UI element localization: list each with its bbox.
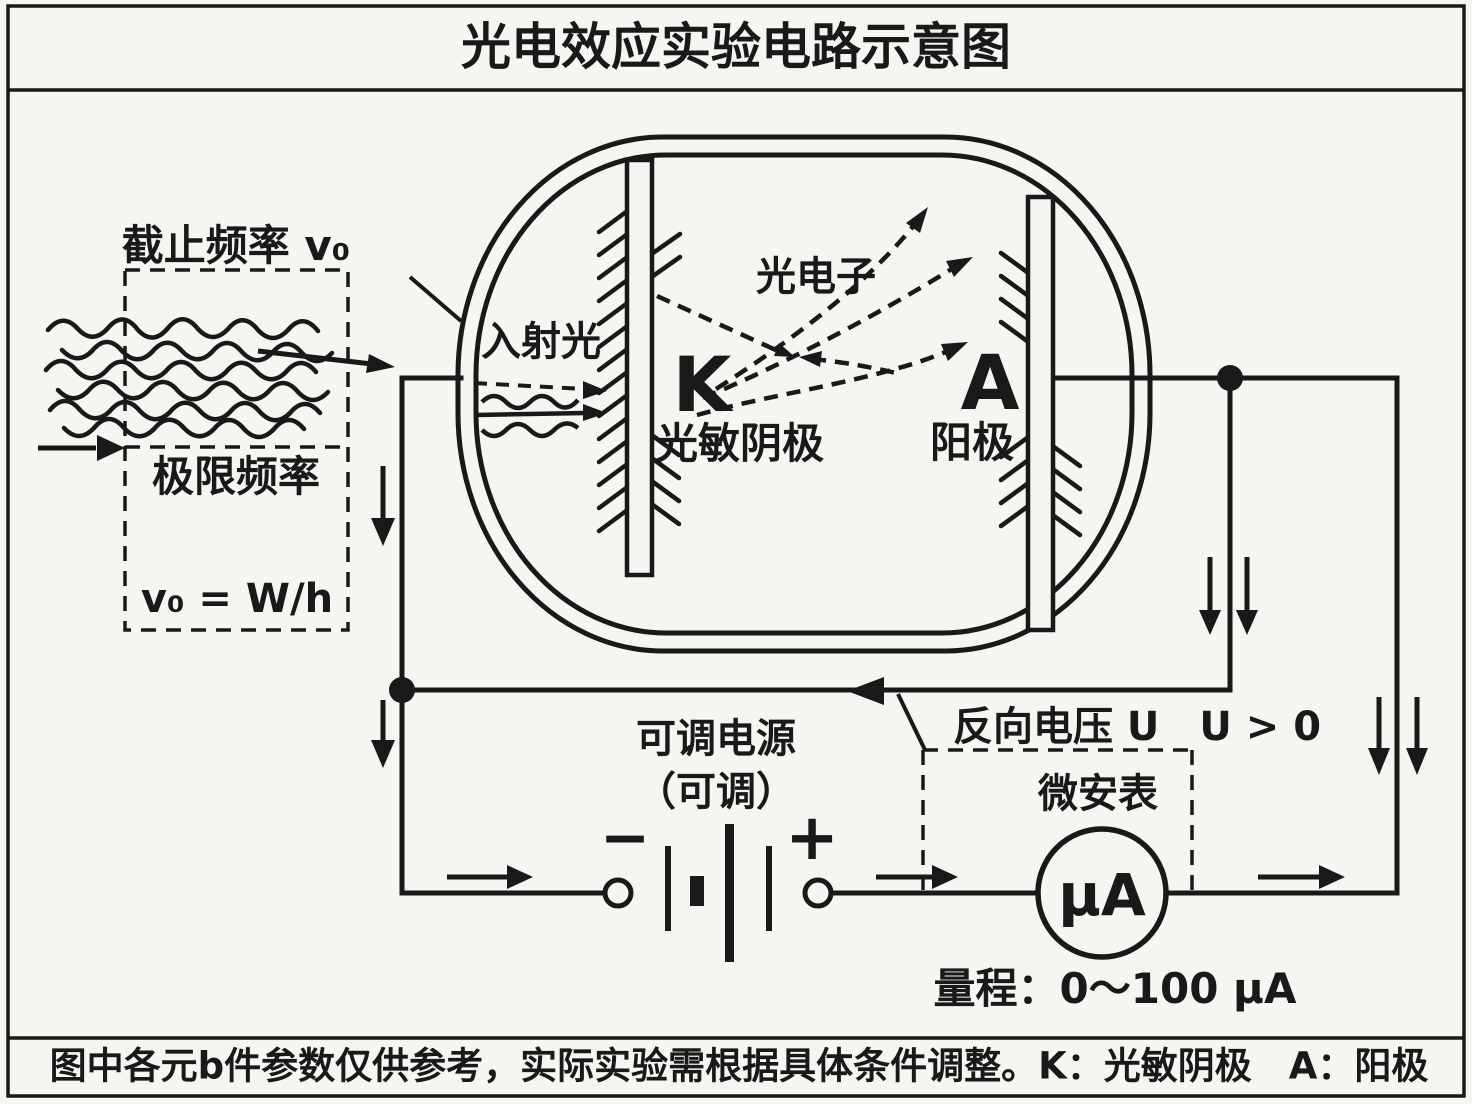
trajectory-arrowhead bbox=[774, 343, 795, 357]
incident-solid-arrow bbox=[475, 404, 607, 421]
power-supply-label: 可调电源 bbox=[636, 716, 796, 762]
anode-name-label: 阳极 bbox=[929, 418, 1015, 467]
cutoff-formula: v₀ = W/h bbox=[140, 576, 334, 622]
light-waves bbox=[43, 317, 335, 440]
double-down-arrows-right bbox=[1368, 697, 1428, 775]
battery-plus-sign: + bbox=[785, 801, 839, 875]
leader-line-frequency bbox=[408, 275, 463, 323]
incident-light-arrows bbox=[473, 381, 607, 439]
photoelectron-trajectories bbox=[656, 207, 973, 418]
cathode-hatches bbox=[596, 209, 683, 534]
battery-terminal-right bbox=[802, 877, 834, 909]
battery-symbol bbox=[602, 824, 834, 962]
microammeter-symbol: μA bbox=[1058, 861, 1146, 929]
anode-hatches bbox=[998, 250, 1083, 538]
battery-terminal-left bbox=[602, 877, 634, 909]
reverse-voltage-label: 反向电压 U U > 0 bbox=[952, 704, 1322, 750]
right-arrow-bottom-3 bbox=[1258, 865, 1345, 889]
caption-text: 图中各元b件参数仅供参考，实际实验需根据具体条件调整。K：光敏阴极 A：阳极 bbox=[49, 1044, 1429, 1088]
entry-arrow bbox=[38, 435, 125, 461]
trajectory-arrowhead bbox=[799, 351, 822, 367]
left-arrow-middle-wire bbox=[847, 677, 884, 705]
figure-border bbox=[6, 4, 1466, 1098]
anode-letter: A bbox=[960, 338, 1020, 427]
incident-dashed-arrow bbox=[473, 381, 607, 399]
ammeter-dashed-box bbox=[921, 748, 1194, 893]
right-arrow-bottom-2 bbox=[876, 865, 958, 889]
ammeter-circle bbox=[1035, 826, 1169, 960]
frequency-dashed-box bbox=[123, 268, 350, 632]
junction-dot-left bbox=[389, 677, 415, 703]
leader-line-meter bbox=[896, 693, 927, 751]
cutoff-frequency-label: 截止频率 v₀ bbox=[121, 221, 351, 270]
phototube-outer-glass bbox=[455, 134, 1153, 654]
incident-wave-2 bbox=[480, 421, 580, 439]
battery-plates bbox=[665, 824, 772, 962]
double-down-arrows-inner bbox=[1199, 557, 1258, 635]
incident-light-label: 入射光 bbox=[481, 319, 601, 365]
microammeter-label: 微安表 bbox=[1038, 771, 1158, 817]
limit-frequency-label: 极限频率 bbox=[151, 452, 321, 501]
figure-frame bbox=[6, 4, 1466, 1098]
cathode-bar bbox=[624, 157, 655, 578]
photoelectron-label: 光电子 bbox=[756, 254, 876, 300]
current-arrows bbox=[371, 466, 1428, 889]
anode-bar bbox=[1025, 194, 1056, 633]
power-supply-note: （可调） bbox=[636, 769, 796, 815]
right-arrow-bottom-1 bbox=[447, 865, 533, 889]
page-title: 光电效应实验电路示意图 bbox=[461, 18, 1011, 76]
junction-dot-right bbox=[1217, 365, 1243, 391]
trajectory-arrowhead bbox=[906, 207, 928, 233]
phototube-inner-glass bbox=[473, 152, 1135, 636]
meter-range-label: 量程：0～100 μA bbox=[933, 964, 1297, 1013]
down-arrow-left-lower bbox=[371, 700, 395, 768]
trajectory-arrowhead bbox=[946, 257, 973, 277]
trajectory-arrowhead bbox=[941, 342, 968, 361]
cathode-letter: K bbox=[672, 340, 732, 429]
down-arrow-left-upper bbox=[371, 466, 395, 546]
incident-wave-1 bbox=[480, 393, 580, 411]
light-wave-arrow bbox=[257, 348, 395, 373]
cathode-name-label: 光敏阴极 bbox=[655, 419, 825, 468]
battery-minus-sign: − bbox=[599, 803, 651, 873]
